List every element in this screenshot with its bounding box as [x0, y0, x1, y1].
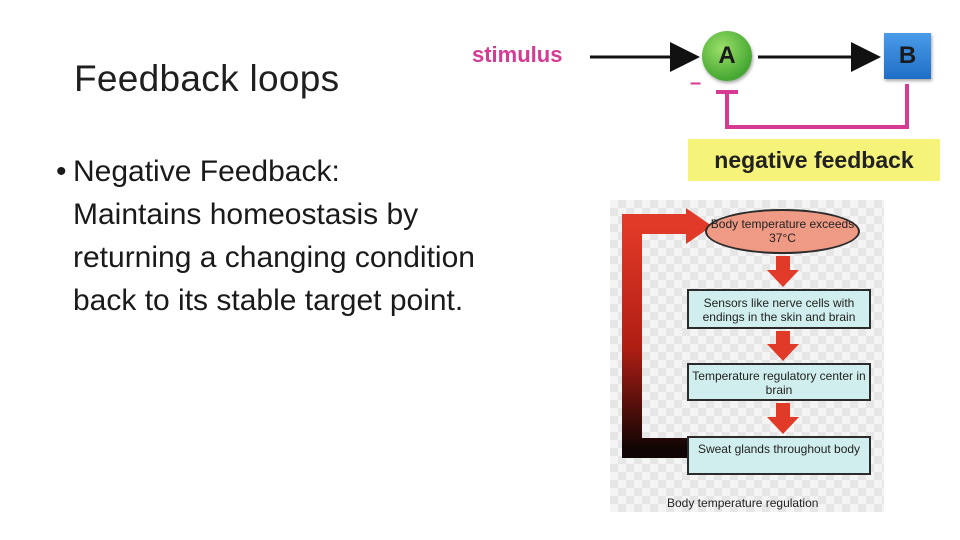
feedback-loop-line	[725, 84, 909, 129]
node-a: A	[702, 31, 752, 81]
flow-step-sweat-glands: Sweat glands throughout body	[687, 436, 871, 475]
flow-step-regulatory-center: Temperature regulatory center in brain	[687, 363, 871, 401]
stimulus-label: stimulus	[472, 42, 563, 67]
flow-step-sensors: Sensors like nerve cells with endings in…	[687, 289, 871, 329]
node-b: B	[884, 33, 931, 79]
down-arrow-3	[767, 403, 799, 434]
flow-start-oval: Body temperature exceeds 37°C	[705, 209, 860, 254]
down-arrow-2	[767, 331, 799, 361]
bullet-marker: •	[56, 155, 67, 188]
negative-feedback-label: negative feedback	[688, 139, 940, 181]
return-arrow-head	[686, 208, 712, 244]
down-arrow-1	[767, 256, 799, 287]
minus-sign: –	[690, 72, 702, 94]
flowchart-caption: Body temperature regulation	[667, 496, 819, 510]
slide-title: Feedback loops	[74, 58, 340, 99]
bullet-text: Negative Feedback: Maintains homeostasis…	[73, 155, 475, 317]
return-arrow	[622, 214, 690, 458]
bullet-item: • Negative Feedback: Maintains homeostas…	[56, 150, 476, 322]
